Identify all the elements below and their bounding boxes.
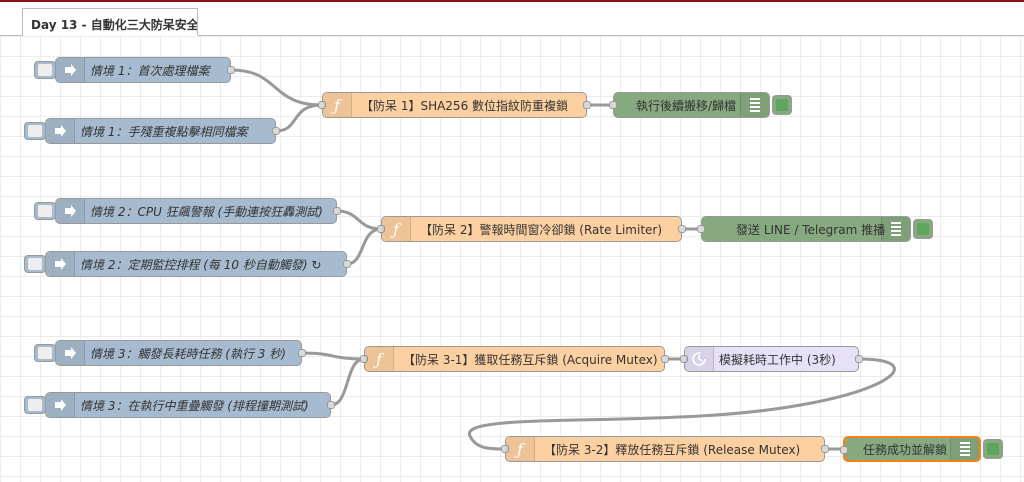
debug-list-icon — [950, 438, 979, 460]
inject-trigger-button[interactable] — [34, 202, 56, 220]
wire — [346, 227, 382, 266]
wire — [330, 357, 365, 407]
inject-trigger-button[interactable] — [34, 61, 56, 79]
inject-node[interactable]: 情境 2：CPU 狂飆警報 (手動連按狂轟測試) — [55, 198, 341, 224]
inject-node[interactable]: 情境 2：定期監控排程 (每 10 秒自動觸發) ↻ — [45, 251, 351, 277]
inject-trigger-button[interactable] — [24, 396, 46, 414]
header-accent-line — [0, 0, 1024, 2]
output-port[interactable] — [272, 127, 280, 135]
debug-toggle-button[interactable] — [772, 95, 792, 115]
node-label: 情境 1：首次處理檔案 — [90, 63, 210, 78]
node-label: 模擬耗時工作中 (3秒) — [719, 352, 836, 367]
input-port[interactable] — [360, 355, 368, 363]
debug-list-icon — [740, 93, 769, 117]
node-label: 【防呆 2】警報時間窗冷卻鎖 (Rate Limiter) — [420, 222, 663, 237]
node-label: 【防呆 1】SHA256 數位指紋防重複鎖 — [361, 98, 569, 113]
inject-arrow-icon — [46, 252, 75, 276]
input-port[interactable] — [501, 445, 509, 453]
function-icon: ƒ — [365, 347, 394, 371]
inject-arrow-icon — [46, 119, 75, 143]
input-port[interactable] — [318, 101, 326, 109]
node-label: 發送 LINE / Telegram 推播 — [736, 222, 886, 237]
workspace[interactable]: 情境 1：首次處理檔案 情境 1：手殘重複點擊相同檔案 ƒ 【防呆 1】SHA2… — [0, 36, 1024, 482]
output-port[interactable] — [327, 401, 335, 409]
function-icon: ƒ — [382, 217, 411, 241]
wire — [301, 351, 365, 361]
function-node[interactable]: ƒ 【防呆 1】SHA256 數位指紋防重複鎖 — [318, 92, 591, 118]
inject-node[interactable]: 情境 3：觸發長耗時任務 (執行 3 秒) — [55, 340, 306, 366]
node-label: 情境 2：定期監控排程 (每 10 秒自動觸發) ↻ — [80, 257, 322, 272]
output-port[interactable] — [333, 207, 341, 215]
debug-list-icon — [881, 217, 910, 241]
tab-flow[interactable]: Day 13 - 自動化三大防呆安全 — [22, 8, 198, 36]
node-label: 【防呆 3-2】釋放任務互斥鎖 (Release Mutex) — [544, 442, 801, 457]
node-label: 情境 1：手殘重複點擊相同檔案 — [80, 124, 248, 139]
input-port[interactable] — [840, 446, 848, 454]
delay-node[interactable]: 模擬耗時工作中 (3秒) — [680, 346, 863, 372]
wire — [336, 209, 382, 231]
inject-node[interactable]: 情境 1：首次處理檔案 — [55, 57, 235, 83]
debug-toggle-button[interactable] — [983, 439, 1003, 459]
inject-node[interactable]: 情境 3：在執行中重疊觸發 (排程撞期測試) — [45, 392, 335, 418]
debug-toggle-button[interactable] — [913, 219, 933, 239]
inject-node[interactable]: 情境 1：手殘重複點擊相同檔案 — [45, 118, 280, 144]
inject-trigger-button[interactable] — [24, 122, 46, 140]
node-label: 情境 2：CPU 狂飆警報 (手動連按狂轟測試) — [90, 204, 323, 219]
tab-bar: Day 13 - 自動化三大防呆安全 — [0, 2, 1024, 36]
inject-trigger-button[interactable] — [34, 344, 56, 362]
function-icon: ƒ — [506, 437, 535, 461]
input-port[interactable] — [377, 225, 385, 233]
debug-node-selected[interactable]: 任務成功並解鎖 — [840, 436, 981, 462]
output-port[interactable] — [661, 355, 669, 363]
function-node[interactable]: ƒ 【防呆 3-1】獲取任務互斥鎖 (Acquire Mutex) — [360, 346, 669, 372]
input-port[interactable] — [609, 101, 617, 109]
inject-arrow-icon — [46, 393, 75, 417]
wire — [275, 103, 323, 133]
node-label: 情境 3：觸發長耗時任務 (執行 3 秒) — [90, 346, 286, 361]
output-port[interactable] — [583, 101, 591, 109]
tab-title: Day 13 - 自動化三大防呆安全 — [31, 18, 198, 32]
inject-arrow-icon — [56, 341, 85, 365]
wire — [230, 68, 323, 107]
output-port[interactable] — [227, 66, 235, 74]
node-label: 任務成功並解鎖 — [863, 442, 948, 457]
output-port[interactable] — [855, 355, 863, 363]
node-label: 【防呆 3-1】獲取任務互斥鎖 (Acquire Mutex) — [403, 352, 658, 367]
input-port[interactable] — [697, 225, 705, 233]
inject-arrow-icon — [56, 58, 85, 82]
inject-arrow-icon — [56, 199, 85, 223]
output-port[interactable] — [678, 225, 686, 233]
input-port[interactable] — [680, 355, 688, 363]
node-label: 情境 3：在執行中重疊觸發 (排程撞期測試) — [80, 398, 309, 413]
output-port[interactable] — [298, 349, 306, 357]
timer-icon — [685, 347, 714, 371]
output-port[interactable] — [343, 260, 351, 268]
debug-node[interactable]: 發送 LINE / Telegram 推播 — [697, 216, 911, 242]
wire — [468, 357, 896, 451]
inject-trigger-button[interactable] — [24, 255, 46, 273]
function-node[interactable]: ƒ 【防呆 3-2】釋放任務互斥鎖 (Release Mutex) — [501, 436, 829, 462]
output-port[interactable] — [821, 445, 829, 453]
node-label: 執行後續搬移/歸檔 — [636, 98, 737, 113]
debug-node[interactable]: 執行後續搬移/歸檔 — [609, 92, 770, 118]
function-icon: ƒ — [323, 93, 352, 117]
function-node[interactable]: ƒ 【防呆 2】警報時間窗冷卻鎖 (Rate Limiter) — [377, 216, 686, 242]
